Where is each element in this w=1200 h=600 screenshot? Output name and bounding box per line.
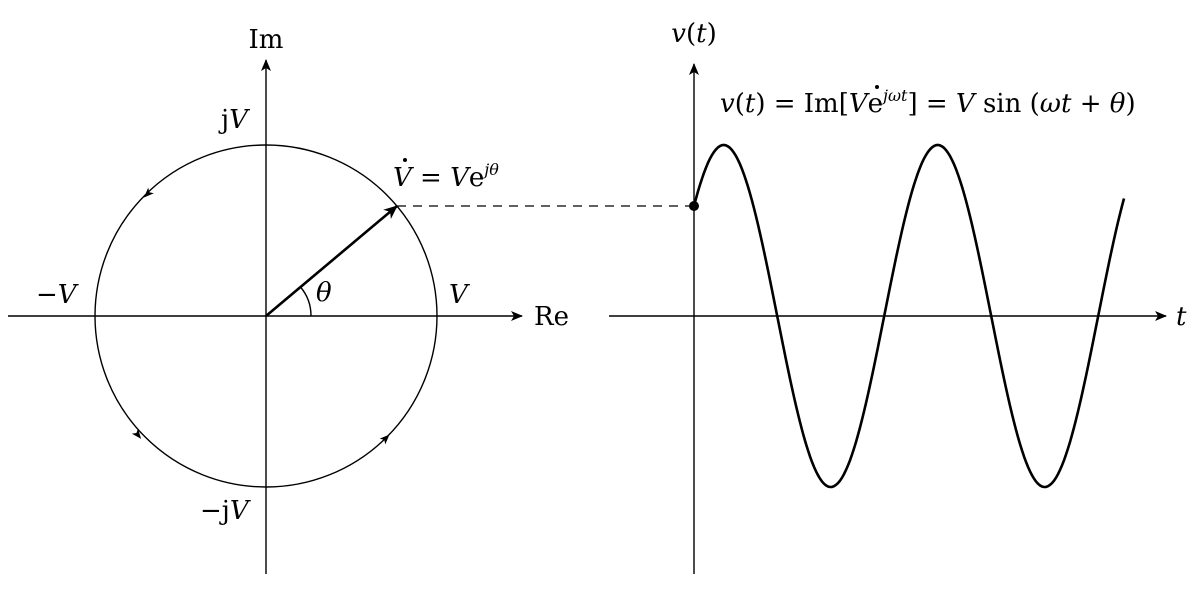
phasor-vector <box>265 205 398 317</box>
im-axis-label: Im <box>249 25 284 55</box>
label-minus-V: −V <box>36 280 79 310</box>
angle-arc <box>299 286 312 317</box>
rotation-arrow-bottom-left <box>131 428 142 439</box>
phasor-label: V = Vejθ <box>393 158 499 193</box>
initial-value-dot <box>689 201 699 211</box>
waveform-formula: v(t) = Im[Vejωt] = V sin (ωt + θ) <box>720 85 1136 119</box>
svg-text:V = Vejθ: V = Vejθ <box>393 160 499 193</box>
re-axis-label: Re <box>534 302 569 332</box>
time-plot: v(t) t v(t) = Im[Vejωt] = V sin (ωt + θ) <box>609 19 1187 574</box>
angle-label-theta: θ <box>316 278 332 308</box>
phasor-dot-accent <box>403 158 407 162</box>
voltage-axis-label: v(t) <box>671 19 716 49</box>
time-axis-label: t <box>1176 302 1187 332</box>
label-V: V <box>449 280 470 310</box>
complex-plane: Im Re jV −jV −V V θ V = Vejθ <box>8 25 569 574</box>
sine-waveform <box>692 143 1126 489</box>
formula-phasor-dot-accent <box>875 85 879 89</box>
label-minus-jV: −jV <box>200 496 251 526</box>
svg-text:v(t) = Im[Vejωt] = V sin (ωt +: v(t) = Im[Vejωt] = V sin (ωt + θ) <box>720 86 1136 119</box>
phasor-circle <box>94 144 438 488</box>
label-jV: jV <box>218 105 250 135</box>
